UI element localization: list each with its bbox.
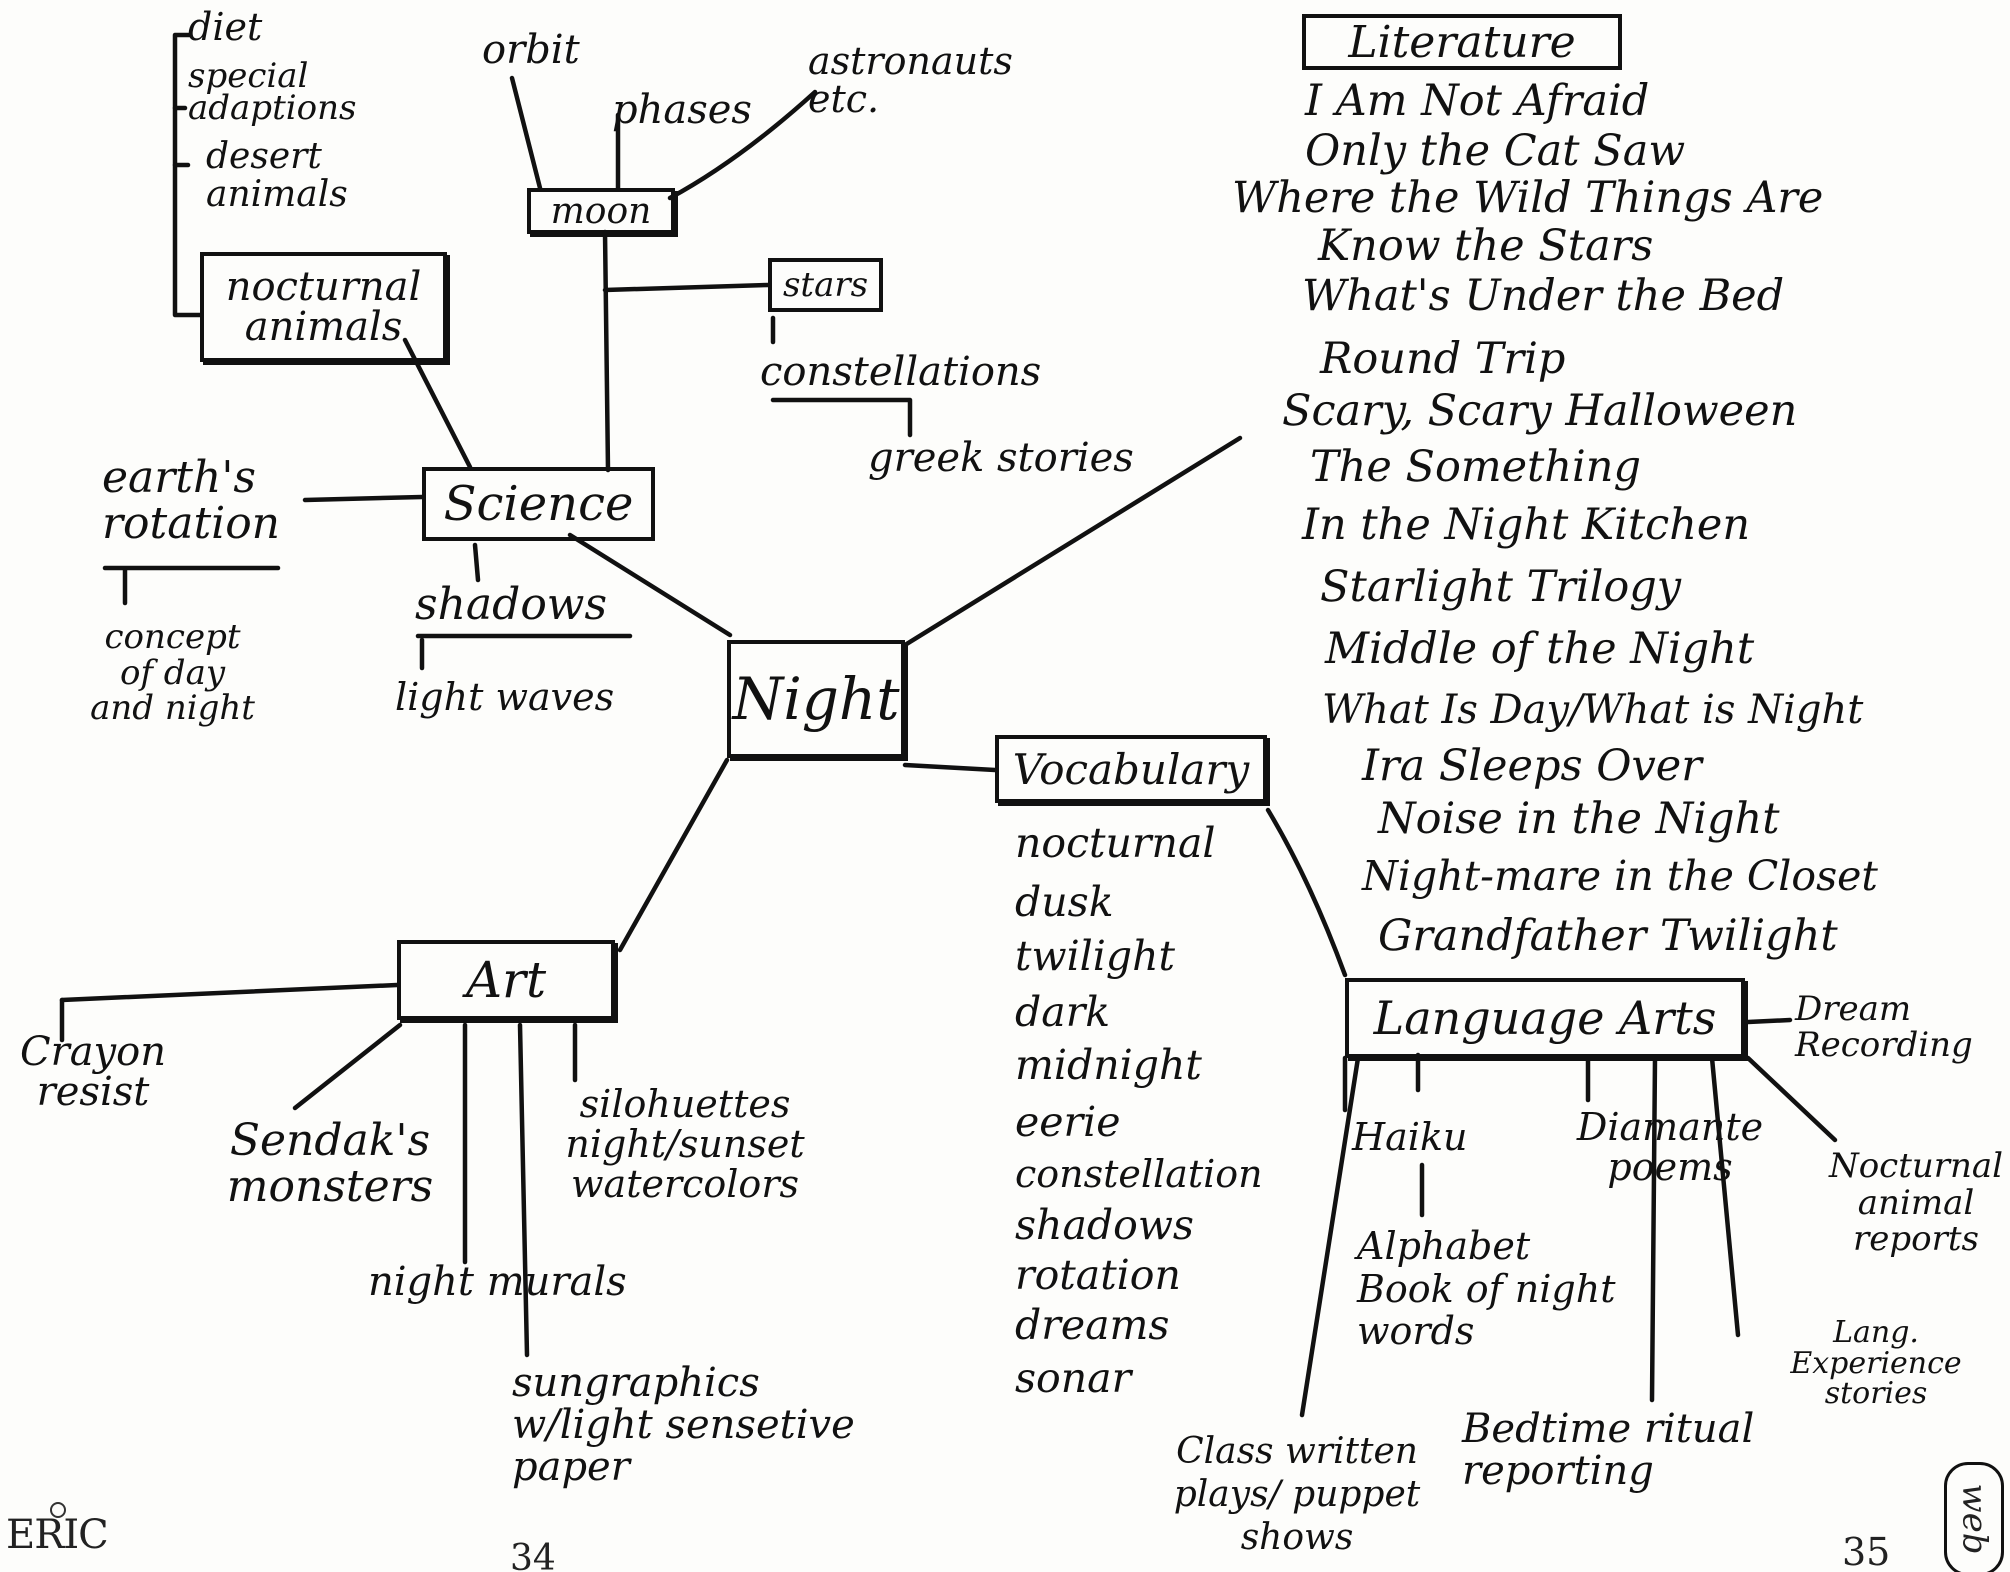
light-waves-label: light waves: [395, 675, 615, 719]
line-language-nocturnal: [1745, 1055, 1838, 1143]
language-arts-node: Language Arts: [1345, 978, 1745, 1058]
alphabet-book-label: Alphabet Book of night words: [1357, 1224, 1616, 1354]
earths-rotation-label: earth's rotation: [102, 452, 281, 550]
eric-logo: ERIC: [6, 1502, 109, 1558]
crayon-resist-label: Crayon resist: [19, 1029, 166, 1115]
concept-day-night-label: concept of day and night: [90, 617, 255, 729]
vocab-word: shadows: [1015, 1201, 1194, 1249]
line-art-crayon: [59, 982, 400, 1003]
vocab-word: nocturnal: [1015, 819, 1216, 867]
silhouettes-label: silohuettes night/sunset watercolors: [565, 1082, 805, 1206]
line-nocturnal-diet: [172, 32, 203, 318]
vocab-word: eerie: [1015, 1098, 1121, 1146]
vocab-word: dusk: [1015, 878, 1114, 926]
book-title: What's Under the Bed: [1302, 271, 1785, 321]
page-number-left: 34: [510, 1538, 556, 1572]
lang-experience-label: Lang. Experience stories: [1790, 1315, 1962, 1412]
line-science-shadows: [472, 542, 481, 583]
constellations-label: constellations: [760, 349, 1042, 395]
line-science-moon: [602, 229, 611, 473]
nocturnal-animals-label: nocturnal animals: [225, 264, 422, 350]
vocab-word: dark: [1015, 988, 1111, 1036]
book-title: Know the Stars: [1318, 221, 1654, 271]
dream-recording-label: Dream Recording: [1795, 989, 1973, 1065]
astronauts-label: astronauts etc.: [808, 39, 1013, 121]
phases-label: phases: [612, 87, 752, 133]
line-language-dream: [1745, 1017, 1793, 1025]
line-moon-astronauts: [667, 89, 818, 201]
science-node: Science: [422, 467, 655, 541]
line-science-earth: [302, 494, 425, 503]
book-title: Noise in the Night: [1378, 794, 1780, 844]
line-language-lang: [1709, 1055, 1741, 1338]
book-title: Middle of the Night: [1325, 624, 1755, 674]
orbit-label: orbit: [482, 27, 580, 73]
line-art-sungraphics: [517, 1022, 530, 1358]
vocab-word: constellation: [1015, 1152, 1263, 1196]
vocab-word: midnight: [1015, 1041, 1202, 1089]
book-title: Scary, Scary Halloween: [1282, 386, 1798, 436]
book-title: Ira Sleeps Over: [1362, 741, 1702, 791]
web-stamp: web: [1944, 1462, 2004, 1572]
literature-node: Literature: [1302, 14, 1622, 70]
book-title: Where the Wild Things Are: [1232, 173, 1824, 223]
book-title: In the Night Kitchen: [1302, 500, 1751, 550]
vocab-word: sonar: [1015, 1354, 1132, 1402]
bedtime-reporting-label: Bedtime ritual reporting: [1462, 1406, 1755, 1494]
vocab-word: dreams: [1015, 1301, 1170, 1349]
desert-animals-label: desert animals: [206, 136, 348, 215]
class-plays-label: Class written plays/ puppet shows: [1173, 1431, 1421, 1559]
night-murals-label: night murals: [368, 1259, 627, 1305]
book-title: Grandfather Twilight: [1378, 911, 1838, 961]
web-stamp-text: web: [1954, 1483, 1994, 1555]
line-language-bedtime: [1649, 1055, 1658, 1403]
line-moon-orbit: [509, 75, 543, 191]
sendaks-monsters-label: Sendak's monsters: [226, 1115, 434, 1213]
nocturnal-reports-label: Nocturnal animal reports: [1828, 1146, 2004, 1260]
book-title: Round Trip: [1320, 334, 1566, 384]
vocab-word: twilight: [1015, 932, 1176, 980]
line-vocabulary-language: [1265, 807, 1348, 978]
line-constellations-greek: [770, 397, 913, 438]
page-number-right: 35: [1842, 1530, 1891, 1572]
book-title: Night-mare in the Closet: [1362, 852, 1878, 900]
diamante-poems-label: Diamante poems: [1576, 1105, 1764, 1189]
line-night-literature: [902, 435, 1243, 648]
night-node: Night: [727, 640, 905, 758]
line-art-sendak: [292, 1022, 403, 1111]
book-title: Only the Cat Saw: [1305, 126, 1686, 176]
diet-label: diet: [188, 5, 263, 49]
book-title: What Is Day/What is Night: [1322, 687, 1864, 733]
line-moon-stars: [602, 282, 771, 293]
sungraphics-label: sungraphics w/light sensetive paper: [512, 1360, 855, 1490]
nocturnal-animals-node: nocturnal animals: [200, 252, 447, 362]
book-title: I Am Not Afraid: [1305, 76, 1650, 126]
haiku-label: Haiku: [1352, 1115, 1468, 1159]
line-night-art: [617, 757, 730, 953]
special-adaptions-label: special adaptions: [188, 56, 357, 129]
book-title: Starlight Trilogy: [1320, 562, 1682, 612]
book-title: The Something: [1310, 442, 1642, 492]
line-night-vocabulary: [902, 762, 998, 773]
stars-node: stars: [768, 258, 883, 312]
greek-stories-label: greek stories: [868, 435, 1134, 481]
vocab-word: rotation: [1015, 1251, 1181, 1299]
eric-logo-text: ERIC: [6, 1512, 109, 1558]
shadows-label: shadows: [415, 579, 608, 630]
line-night-science: [567, 532, 733, 638]
line-language-plays: [1299, 1055, 1361, 1418]
moon-node: moon: [527, 188, 675, 234]
eric-logo-dot: [50, 1502, 66, 1518]
art-node: Art: [397, 940, 615, 1020]
vocabulary-node: Vocabulary: [995, 735, 1267, 803]
